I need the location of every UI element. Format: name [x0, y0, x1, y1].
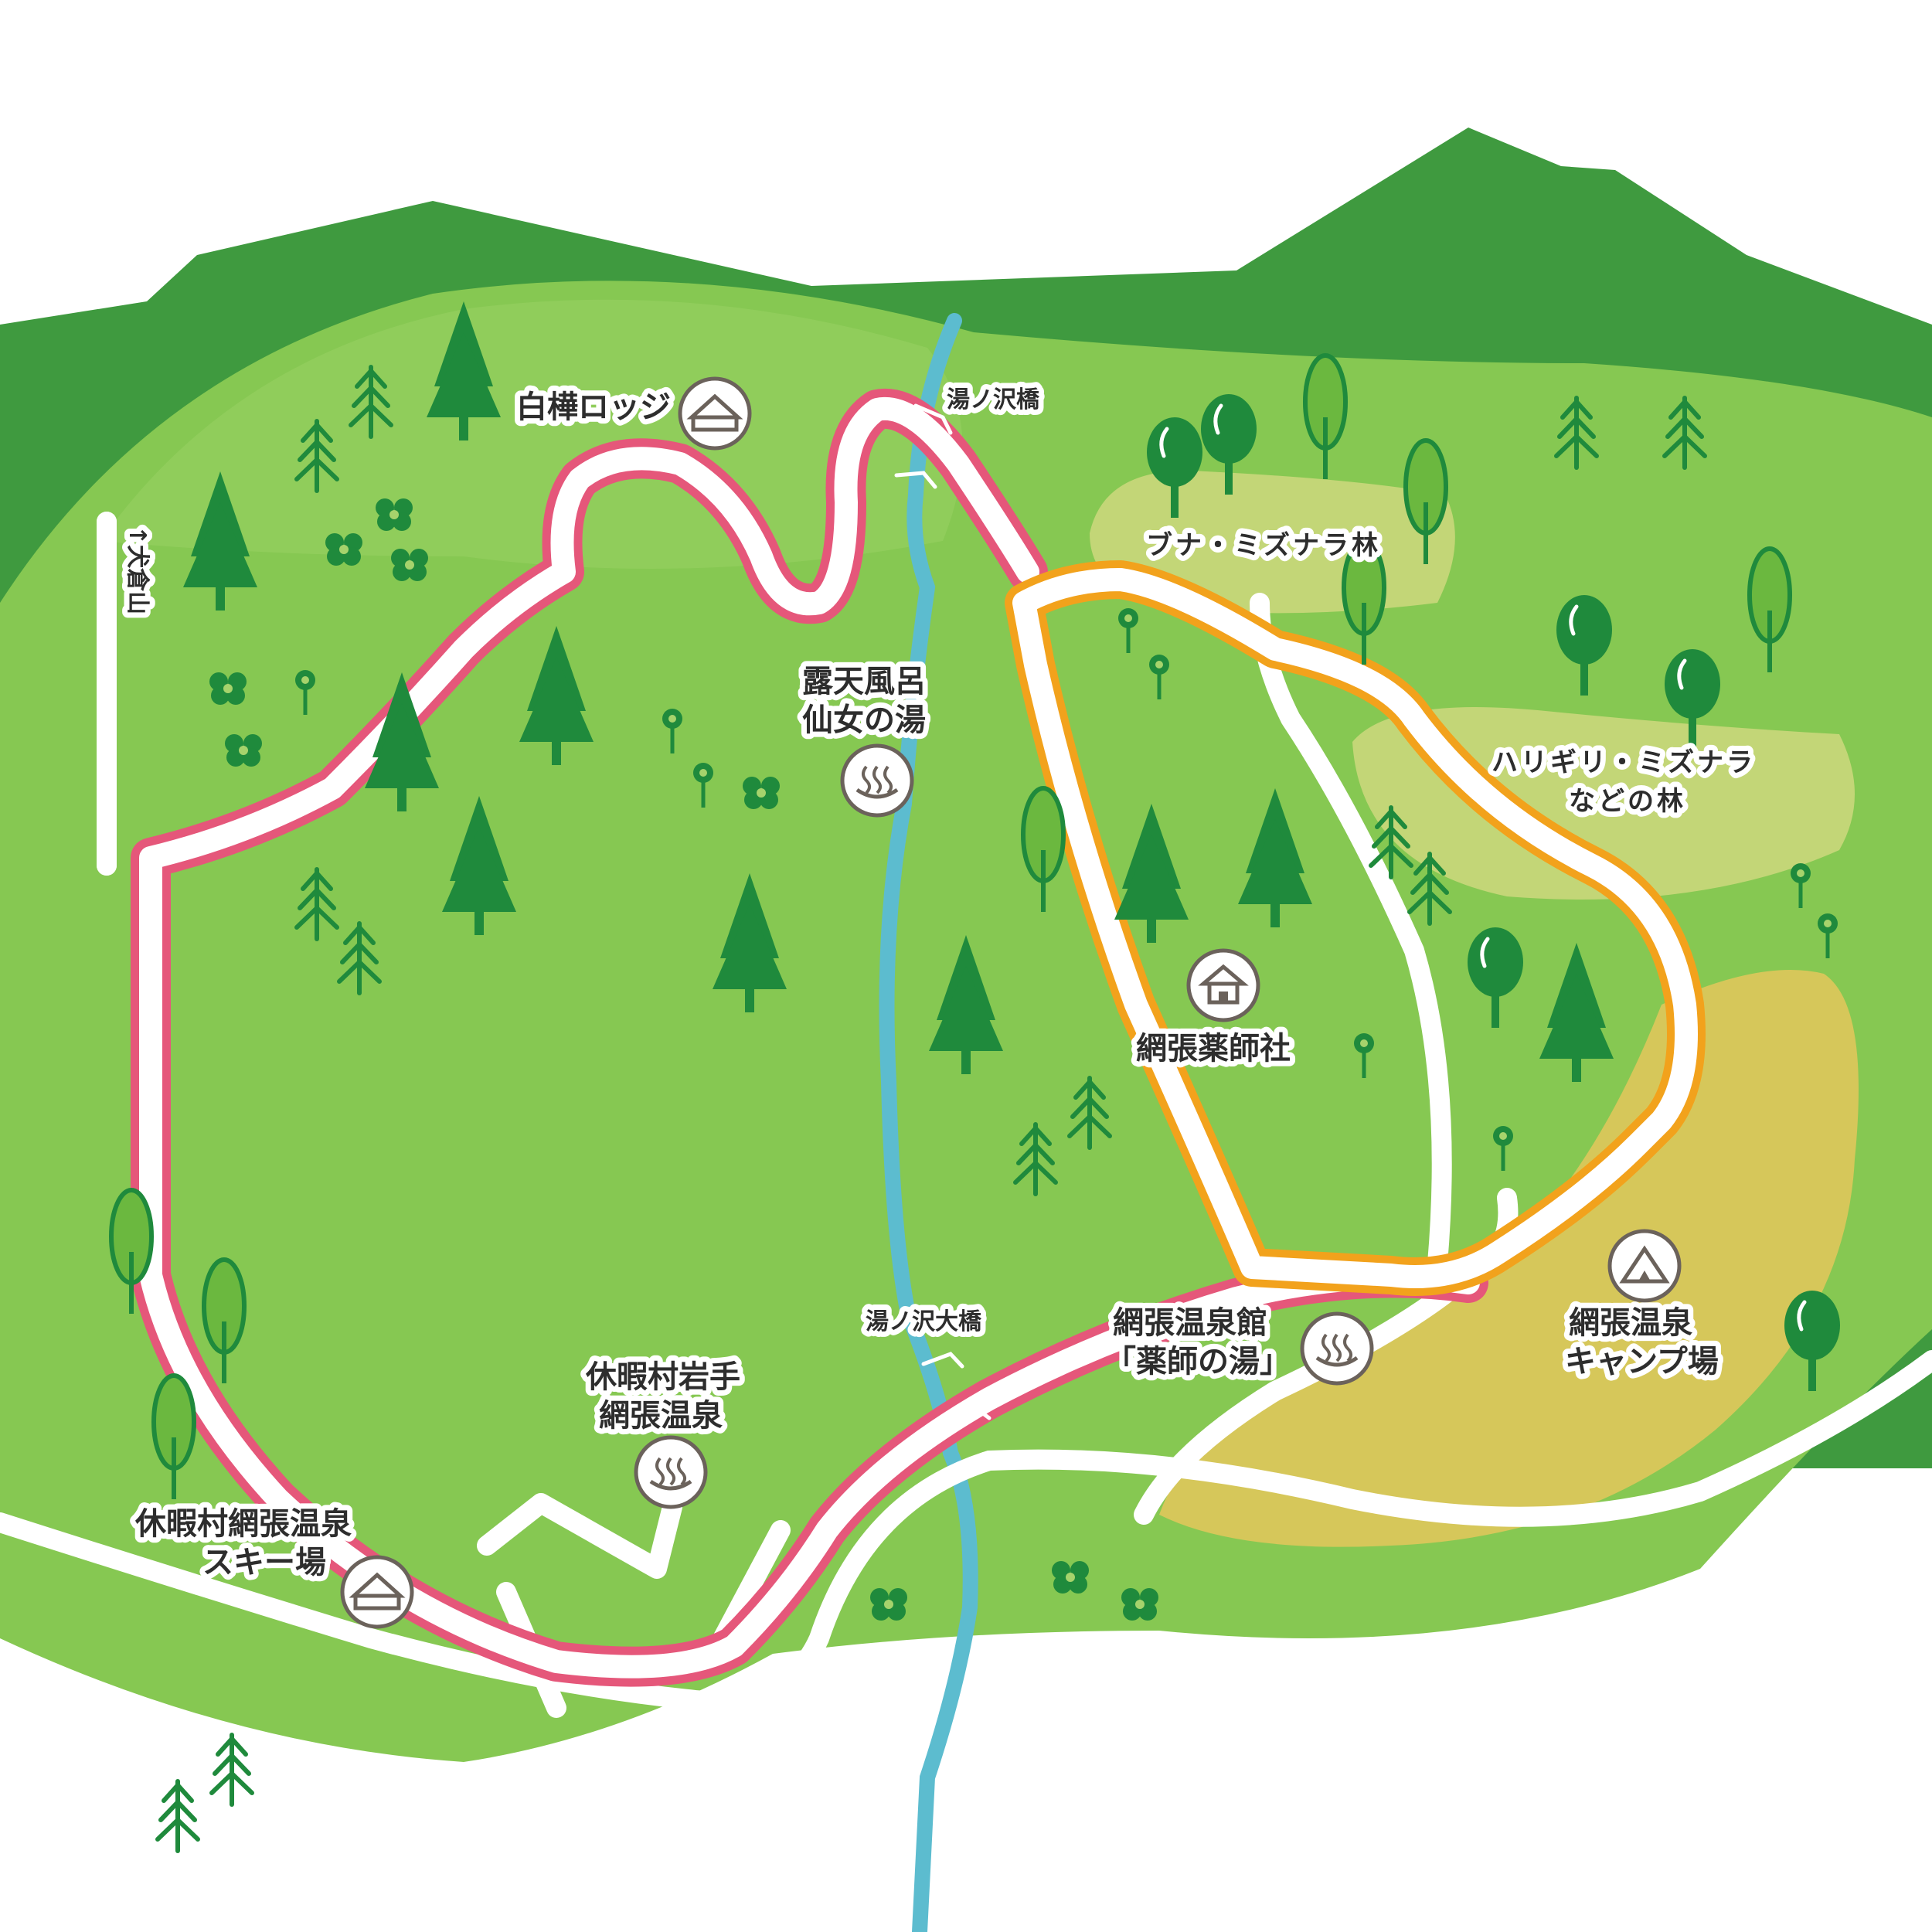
hot-spring-icon[interactable]	[840, 743, 914, 818]
river	[879, 313, 978, 1932]
ski-area-label-2: スキー場	[202, 1545, 326, 1580]
onsenkan-label-1: 網張温泉館	[1113, 1305, 1267, 1341]
yunosawa-bridge-label: 湯ノ沢橋	[947, 386, 1040, 413]
hot-spring-icon[interactable]	[1300, 1311, 1374, 1386]
yunosawa-ohashi-label: 湯ノ沢大橋	[866, 1308, 982, 1335]
pink-trail-loop	[131, 388, 1488, 1687]
road-north-label: ↑犬倉山	[124, 526, 151, 614]
harigiri-forest-label-2: などの林	[1569, 786, 1686, 817]
ski-area-label-1: 休暇村網張温泉	[134, 1506, 352, 1542]
hot-spring-icon[interactable]	[634, 1435, 708, 1509]
onsenkan-label-2: 「薬師の湯」	[1105, 1344, 1291, 1379]
map-labels: ↑犬倉山 白樺ロッジ 湯ノ沢橋 露天風呂 仙女の湯 ブナ・ミズナラ林 ハリギリ・…	[118, 381, 1758, 1586]
shirakaba-lodge-label: 白樺ロッジ	[516, 389, 671, 425]
camp-label-1: 網張温泉	[1569, 1305, 1692, 1341]
buna-forest-label: ブナ・ミズナラ林	[1146, 530, 1381, 561]
bridge-markers	[894, 403, 992, 1420]
camp-tent-icon[interactable]	[1607, 1229, 1682, 1303]
rotenburo-label-1: 露天風呂	[802, 664, 926, 699]
harigiri-forest-zone	[1352, 707, 1855, 900]
rotenburo-label-2: 仙女の湯	[802, 702, 926, 738]
shrine-icon[interactable]	[1186, 948, 1260, 1022]
lodge-icon[interactable]	[678, 376, 752, 451]
ski-lodge-icon[interactable]	[340, 1555, 414, 1629]
kyukamura-label-2: 網張温泉	[599, 1398, 723, 1434]
orange-trail-loop	[1005, 560, 1706, 1296]
yakushi-shrine-label: 網張薬師社	[1136, 1031, 1291, 1066]
camp-label-2: キャンプ場	[1565, 1344, 1719, 1379]
harigiri-forest-label-1: ハリギリ・ミズナラ	[1492, 747, 1756, 778]
kyukamura-label-1: 休暇村岩手	[585, 1359, 740, 1395]
